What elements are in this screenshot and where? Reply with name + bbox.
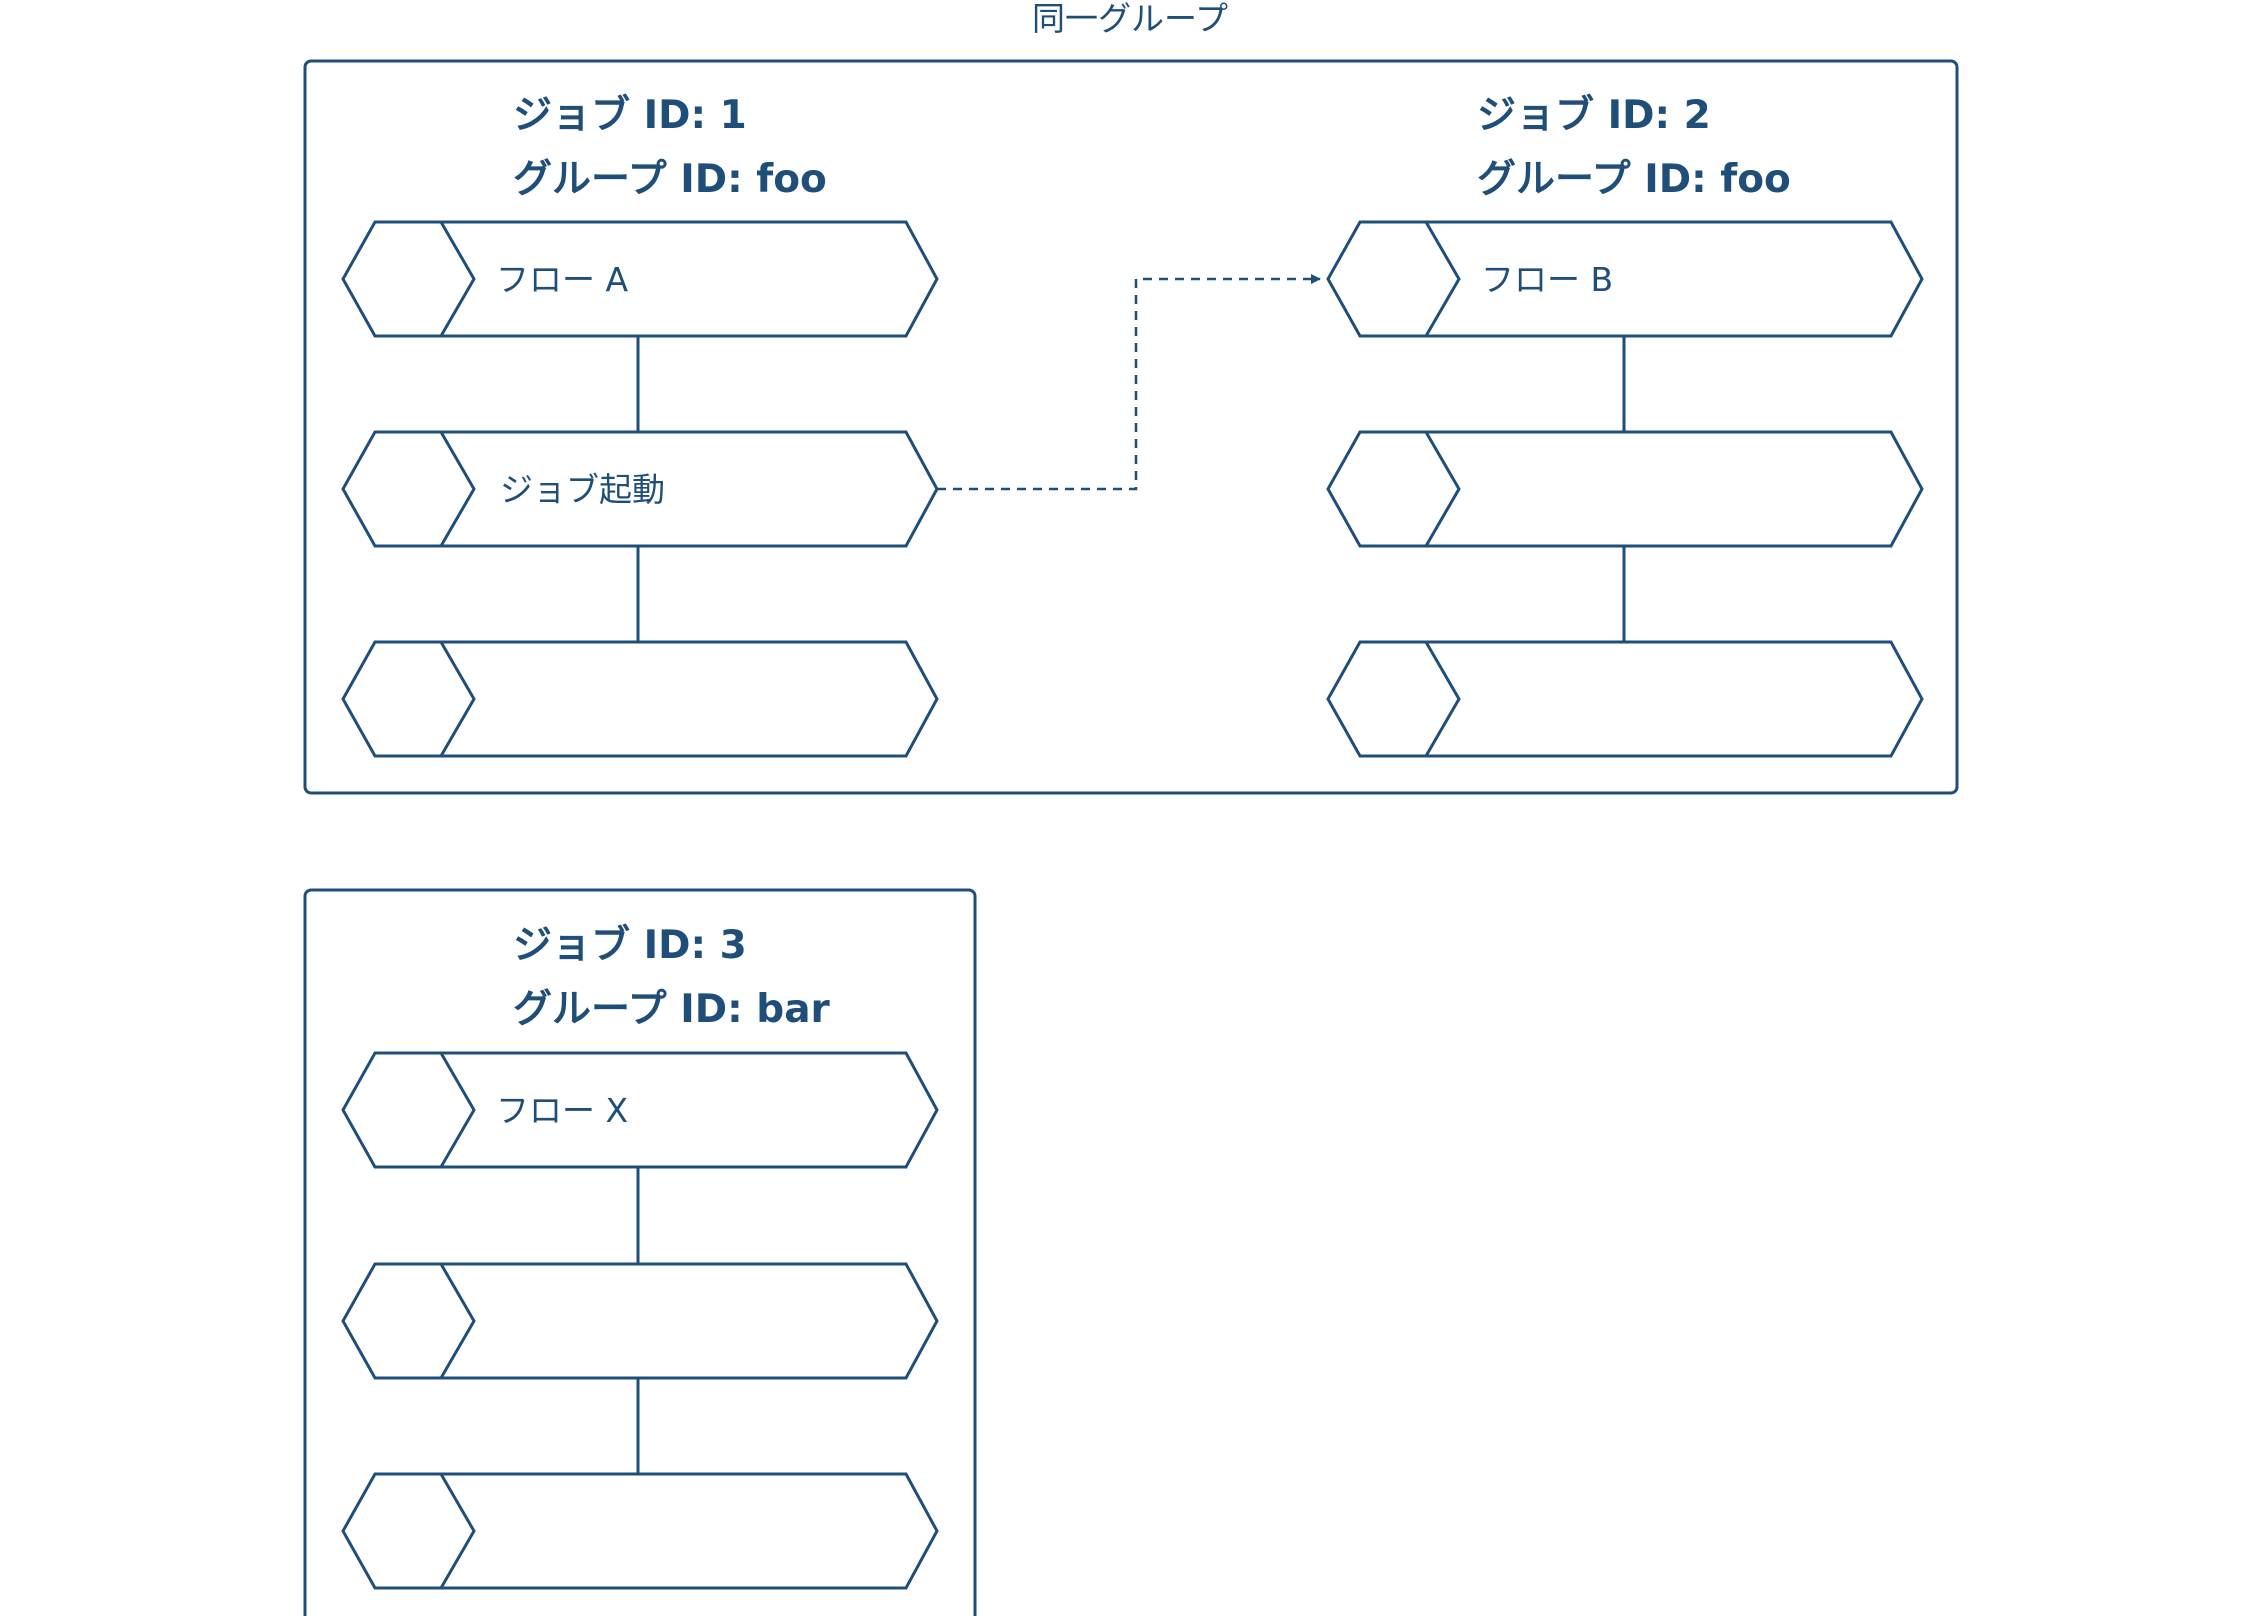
job-3: ジョブ ID: 3 グループ ID: bar フロー X	[341, 923, 939, 1590]
job-3-id-label: ジョブ ID: 3	[513, 923, 747, 968]
bar-group-container	[303, 888, 977, 1616]
job-1-id-label: ジョブ ID: 1	[513, 93, 747, 138]
job-3-node-1: フロー X	[341, 1051, 939, 1169]
job-1-node-1-label: フロー A	[496, 260, 628, 299]
job-3-node-3	[341, 1472, 939, 1590]
same-group-caption: 同一グループ	[1032, 0, 1228, 38]
job-2-id-label: ジョブ ID: 2	[1477, 93, 1711, 138]
job-2: ジョブ ID: 2 グループ ID: foo フロー B	[1326, 93, 1924, 758]
job-1-node-3	[341, 640, 939, 758]
job-1-node-2: ジョブ起動	[341, 430, 939, 548]
job-1-node-2-label: ジョブ起動	[500, 470, 665, 509]
job-1-group-label: グループ ID: foo	[513, 157, 827, 202]
job-3-node-2	[341, 1262, 939, 1380]
job-1-node-1: フロー A	[341, 220, 939, 338]
job-2-node-1-label: フロー B	[1481, 260, 1613, 299]
job-3-group-label: グループ ID: bar	[513, 987, 831, 1032]
job-3-node-1-label: フロー X	[496, 1091, 628, 1130]
job-1: ジョブ ID: 1 グループ ID: foo フロー A ジョブ起動	[341, 93, 939, 758]
job-2-node-2	[1326, 430, 1924, 548]
job-2-group-label: グループ ID: foo	[1477, 157, 1791, 202]
job-2-node-3	[1326, 640, 1924, 758]
same-group-container	[303, 59, 1959, 795]
job-2-node-1: フロー B	[1326, 220, 1924, 338]
job-launch-edge-arrow	[937, 274, 1321, 491]
